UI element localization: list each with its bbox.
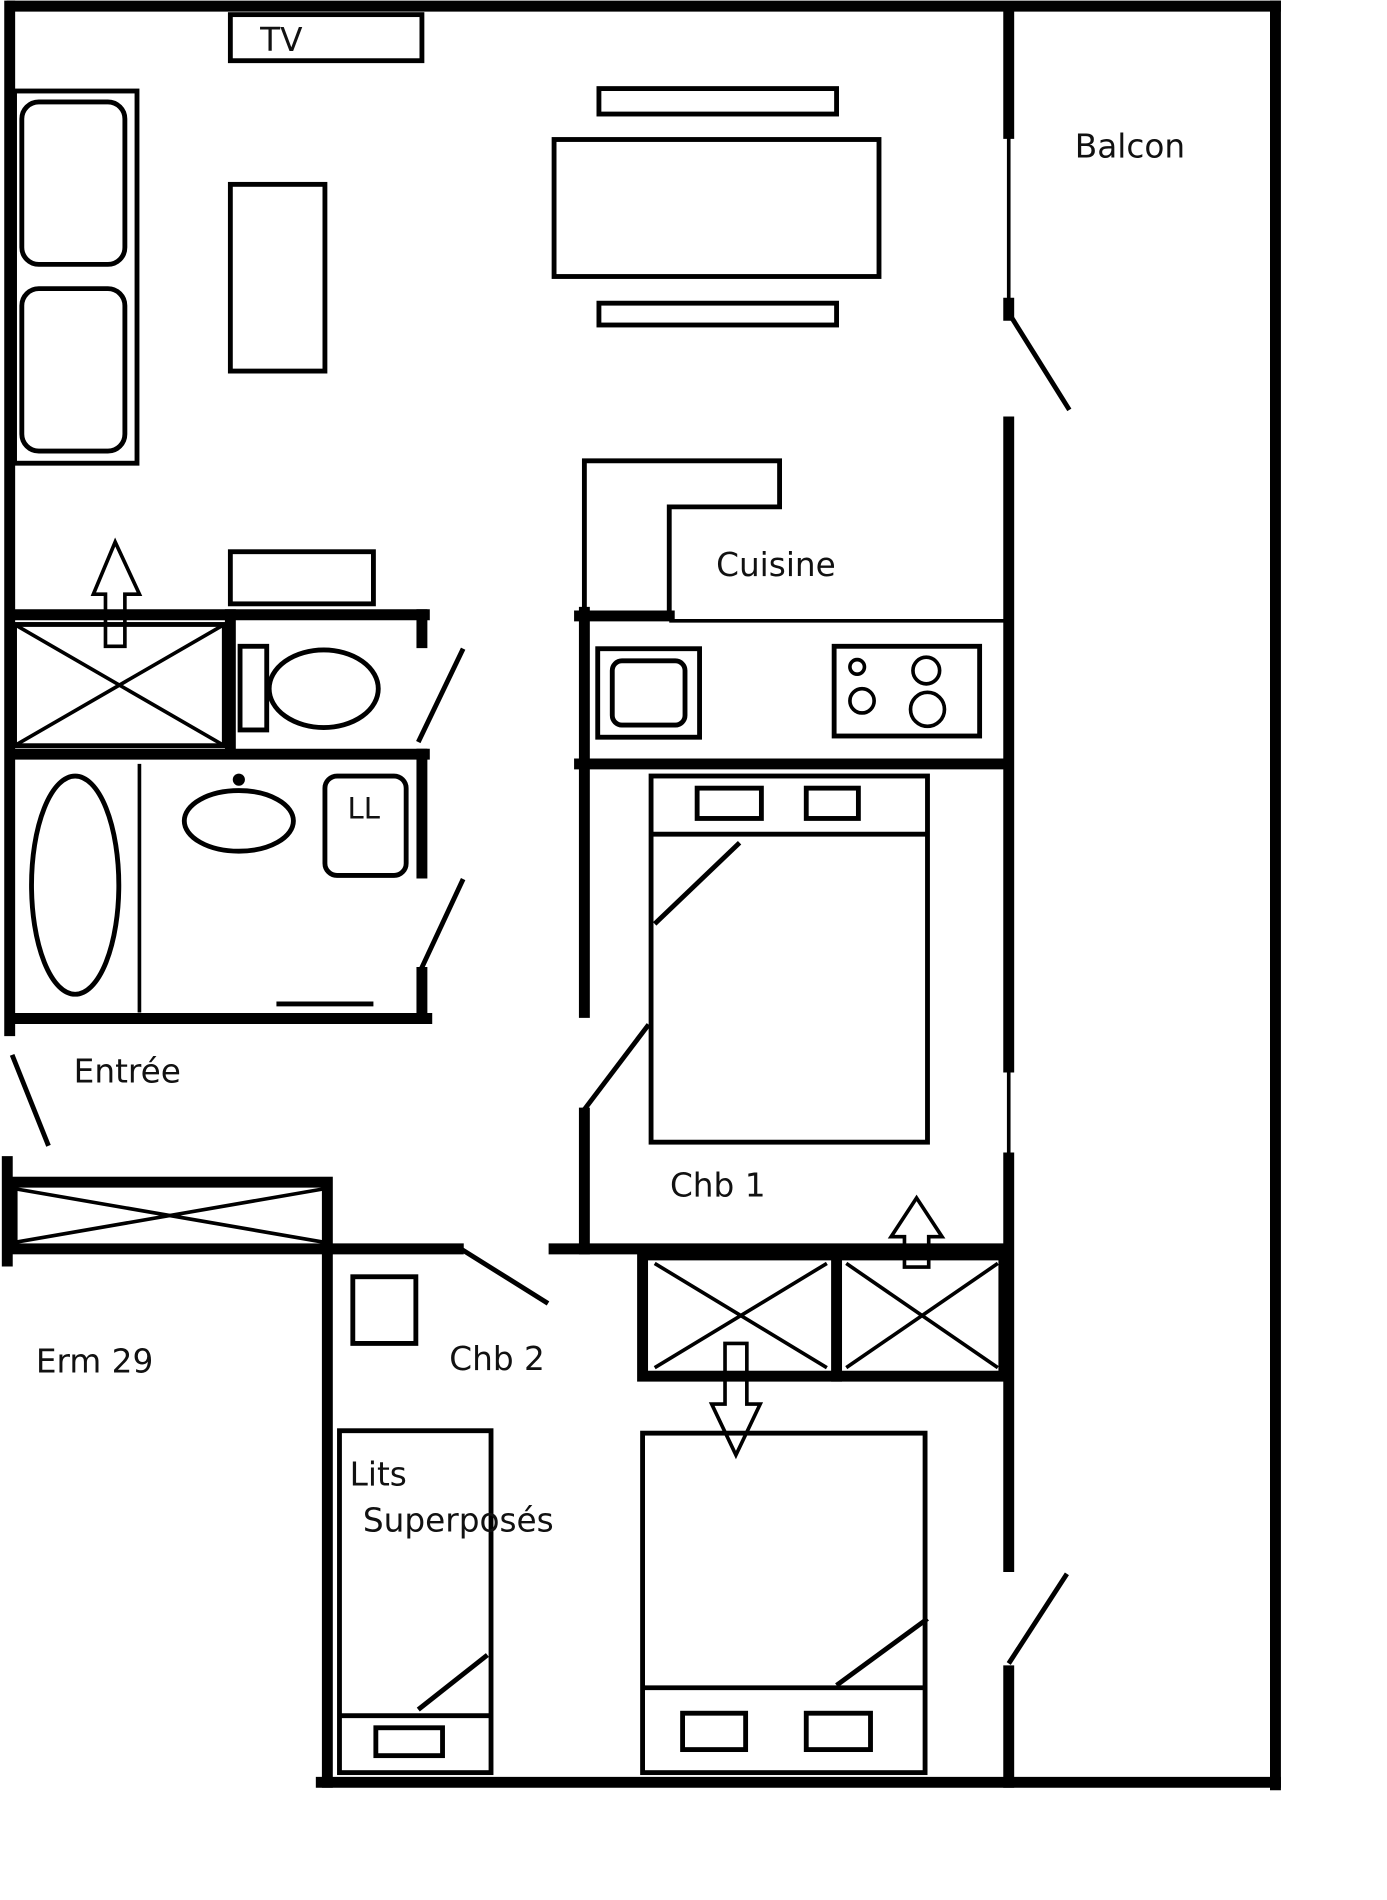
apartment-label: Erm 29 bbox=[36, 1343, 153, 1381]
bathtub bbox=[29, 773, 122, 997]
tv-label: TV bbox=[259, 21, 303, 59]
entrance-label: Entrée bbox=[74, 1053, 181, 1091]
nightstand bbox=[350, 1274, 419, 1346]
cabinet bbox=[227, 549, 376, 607]
kitchen-label: Cuisine bbox=[716, 546, 836, 584]
dining-table bbox=[551, 86, 882, 328]
wardrobe-down-arrow-icon bbox=[708, 1341, 764, 1460]
bedroom1-label: Chb 1 bbox=[670, 1167, 766, 1205]
wardrobe-up-arrow-icon bbox=[887, 1194, 946, 1269]
coffee-table bbox=[227, 181, 328, 374]
entrance-closet bbox=[6, 1176, 333, 1255]
bunk-bed bbox=[337, 1428, 494, 1776]
kitchen-sink bbox=[595, 646, 702, 740]
up-arrow-icon bbox=[90, 537, 143, 649]
bunk-beds-label-1: Lits bbox=[350, 1455, 407, 1493]
kitchen-counter bbox=[581, 458, 783, 613]
faucet bbox=[232, 773, 245, 786]
washing-machine: LL bbox=[322, 773, 409, 878]
kitchen-walls bbox=[574, 606, 1010, 1255]
bathroom-door bbox=[418, 878, 466, 972]
bathroom-walls bbox=[6, 609, 433, 1024]
washbasin bbox=[181, 788, 296, 854]
wc-door bbox=[416, 647, 466, 744]
entrance-door bbox=[9, 1053, 51, 1147]
sofa bbox=[12, 88, 140, 466]
balcony-door-bottom bbox=[1006, 1572, 1069, 1665]
bunk-beds-label-2: Superposés bbox=[363, 1501, 554, 1539]
balcony-door-top bbox=[1006, 311, 1072, 412]
bedroom1-door bbox=[582, 1023, 651, 1111]
balcony-label: Balcon bbox=[1075, 128, 1185, 166]
shower bbox=[12, 622, 227, 749]
bedroom2-label: Chb 2 bbox=[449, 1340, 545, 1378]
outer-walls bbox=[1, 0, 1281, 1791]
wardrobes bbox=[637, 1249, 1010, 1382]
washing-machine-label: LL bbox=[348, 791, 381, 825]
cooktop bbox=[831, 643, 983, 739]
toilet bbox=[237, 643, 381, 733]
bedroom1-bed bbox=[648, 773, 930, 1145]
bedroom2-door bbox=[459, 1246, 550, 1306]
tv-unit: TV bbox=[227, 12, 425, 64]
double-bed bbox=[640, 1430, 929, 1776]
